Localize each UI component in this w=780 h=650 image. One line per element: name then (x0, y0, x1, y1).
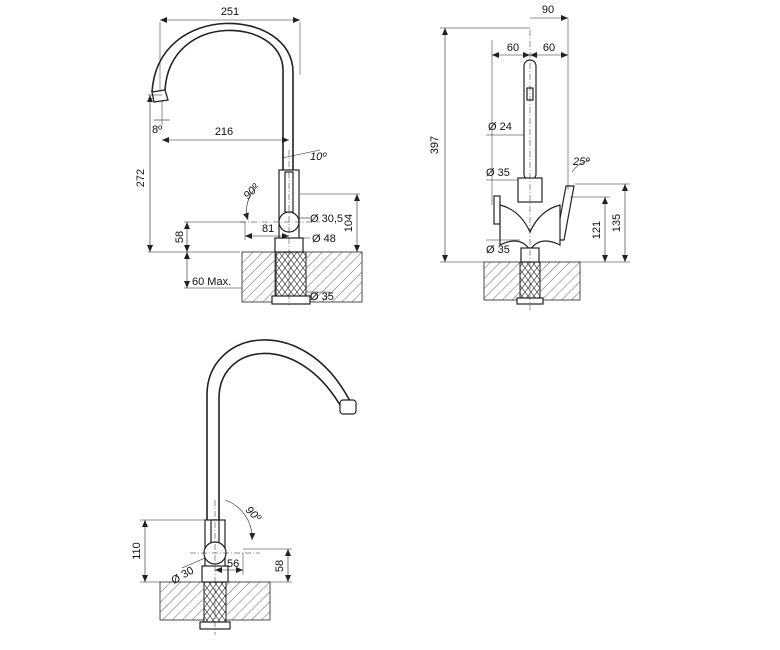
front-counter-right (305, 251, 363, 303)
side-dim-lower-dia: Ø 35 (486, 244, 510, 256)
front-dim-base-dia: Ø 48 (312, 233, 336, 245)
bottom-dim-base-height: 58 (274, 560, 286, 572)
front-spout (164, 29, 284, 170)
front-view: 251 8º 216 10º 272 90º Ø 30,5 81 Ø 48 10 (135, 6, 363, 305)
front-dim-base-height: 58 (174, 231, 186, 243)
side-dim-height: 397 (429, 136, 441, 154)
side-counter-left (483, 261, 521, 301)
front-dim-reach: 216 (215, 126, 233, 138)
front-shank (275, 251, 307, 301)
front-aerator (151, 89, 169, 103)
side-dim-lever-angle: 25º (572, 156, 590, 168)
front-dim-width: 251 (221, 6, 239, 18)
bottom-aerator (339, 399, 357, 415)
front-dim-spout-angle: 8º (152, 124, 162, 136)
side-dim-spout-dia: Ø 24 (488, 121, 512, 133)
side-left-lever (493, 195, 501, 225)
front-counter-left (241, 251, 276, 303)
front-nut (271, 295, 311, 305)
side-view: 90 60 60 397 Ø 24 Ø 35 25º Ø 35 121 135 (429, 4, 630, 310)
side-dim-upper-dia: Ø 35 (486, 167, 510, 179)
front-dim-body-width: 81 (262, 223, 274, 235)
side-dim-left: 60 (507, 42, 519, 54)
front-dim-body-dia: Ø 30,5 (310, 213, 343, 225)
bottom-dim-width: 56 (227, 558, 239, 570)
front-spout-inner (151, 22, 294, 170)
bottom-spout (206, 339, 353, 520)
bottom-dim-rotation: 90º (243, 504, 264, 525)
bottom-spout-inner (218, 352, 341, 520)
bottom-counter-right (225, 581, 271, 621)
front-dim-deck: 60 Max. (192, 276, 231, 288)
side-dim-h1: 121 (591, 221, 603, 239)
front-dim-rotation: 90º (242, 181, 263, 202)
front-dim-lever-height: 104 (343, 214, 355, 232)
front-dim-lever-angle: 10º (310, 151, 327, 163)
side-lower-body (499, 204, 561, 252)
front-dim-shank-dia: Ø 35 (310, 291, 334, 303)
front-dim-height: 272 (135, 169, 147, 187)
side-dim-h2: 135 (611, 214, 623, 232)
side-dim-right: 60 (543, 42, 555, 54)
side-counter-right (539, 261, 581, 301)
bottom-counter-left (159, 581, 205, 621)
bottom-view: 90º 110 Ø 30 56 58 (131, 339, 357, 635)
side-dim-total: 90 (542, 4, 554, 16)
bottom-dim-height: 110 (131, 542, 143, 560)
